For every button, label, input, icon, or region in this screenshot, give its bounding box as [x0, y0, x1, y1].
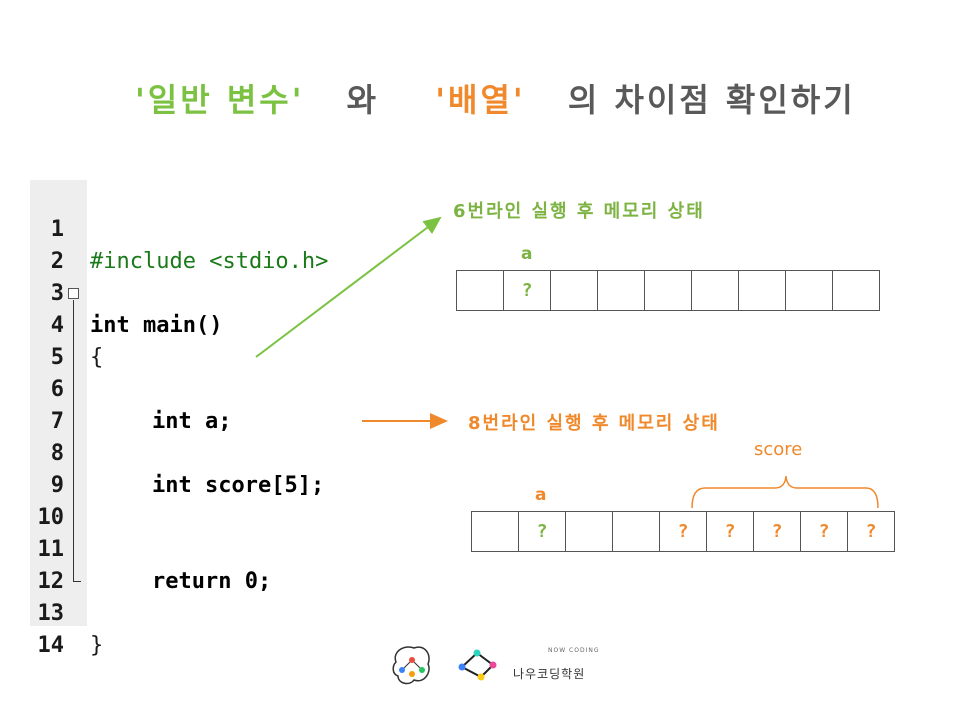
code-line: 9: [30, 438, 83, 498]
diagram2-caption: 8번라인 실행 후 메모리 상태: [468, 413, 720, 434]
memory-cell-a: ?: [519, 512, 566, 552]
brain-logo-icon: [392, 646, 430, 685]
memory-cell: [739, 271, 786, 311]
code-line: 5: [30, 310, 83, 370]
diagram2-var-label: a: [535, 485, 547, 505]
line-number: 5: [50, 345, 64, 370]
code-line: 14: [30, 598, 83, 658]
diagram2-array-label: score: [754, 439, 803, 460]
memory-row-2: ? ? ? ? ? ?: [471, 511, 895, 552]
memory-cell: [472, 512, 519, 552]
memory-cell: ?: [504, 271, 551, 311]
code-text: }: [90, 633, 104, 658]
code-line: 3 int main(): [30, 246, 223, 338]
code-text: int main(): [90, 313, 223, 338]
network-logo-icon: [458, 649, 497, 681]
line-number: 14: [37, 633, 65, 658]
line-number: 4: [50, 313, 64, 338]
code-line: 12: [30, 534, 83, 594]
line-number: 13: [37, 601, 65, 626]
memory-cell: [692, 271, 739, 311]
code-text: #include <stdio.h>: [90, 249, 329, 274]
line-number: 10: [37, 505, 65, 530]
score-brace: [691, 475, 879, 509]
code-line: 11 return 0;: [30, 502, 272, 594]
memory-cell: [833, 271, 880, 311]
line-number: 2: [50, 249, 64, 274]
memory-cell-score: ?: [848, 512, 895, 552]
memory-cell: [613, 512, 660, 552]
title-array: '배열': [435, 81, 526, 119]
code-line: 10: [30, 470, 83, 530]
memory-cell: [598, 271, 645, 311]
code-line: 6 int a;: [30, 342, 232, 434]
line-number: 11: [37, 537, 65, 562]
memory-cell: [566, 512, 613, 552]
code-text: int a;: [152, 409, 232, 434]
memory-cell: [457, 271, 504, 311]
code-line: 2: [30, 214, 83, 274]
logo-name: 나우코딩학원: [513, 667, 586, 681]
code-line: 8 int score[5];: [30, 406, 324, 498]
memory-cell-score: ?: [801, 512, 848, 552]
diagram1-var-label: a: [521, 244, 533, 264]
title-compare: 의 차이점 확인하기: [567, 81, 856, 119]
page-title: '일반 변수' 와 '배열' 의 차이점 확인하기: [0, 75, 960, 121]
code-line: 13 }: [30, 566, 104, 658]
fold-end-tick: [73, 581, 81, 582]
memory-cell-score: ?: [660, 512, 707, 552]
line-number: 6: [50, 377, 64, 402]
code-line: 1 #include <stdio.h>: [30, 182, 329, 274]
code-text: return 0;: [152, 569, 272, 594]
memory-cell: [645, 271, 692, 311]
code-line: 4 {: [30, 278, 104, 370]
fold-guide-line: [73, 300, 74, 582]
title-and: 와: [346, 81, 380, 119]
memory-cell-score: ?: [754, 512, 801, 552]
line-number: 9: [50, 473, 64, 498]
code-line: 7: [30, 374, 83, 434]
memory-cell: [786, 271, 833, 311]
line-number-gutter: [30, 180, 87, 626]
line-number: 7: [50, 409, 64, 434]
memory-cell-score: ?: [707, 512, 754, 552]
line-number: 1: [50, 217, 64, 242]
line-number: 8: [50, 441, 64, 466]
logo-arc-text: NOW CODING: [548, 647, 600, 654]
code-text: {: [90, 345, 104, 370]
line-number: 12: [37, 569, 65, 594]
code-text: int score[5];: [152, 473, 325, 498]
memory-row-1: ?: [456, 270, 880, 311]
arrow-line6: [255, 216, 442, 358]
diagram1-caption: 6번라인 실행 후 메모리 상태: [453, 201, 705, 222]
title-normal-variable: '일반 변수': [135, 81, 305, 119]
code-editor: 1 #include <stdio.h> 2 3 int main() 4 { …: [30, 180, 470, 658]
memory-cell: [551, 271, 598, 311]
fold-collapse-icon[interactable]: [68, 288, 79, 299]
line-number: 3: [50, 281, 64, 306]
